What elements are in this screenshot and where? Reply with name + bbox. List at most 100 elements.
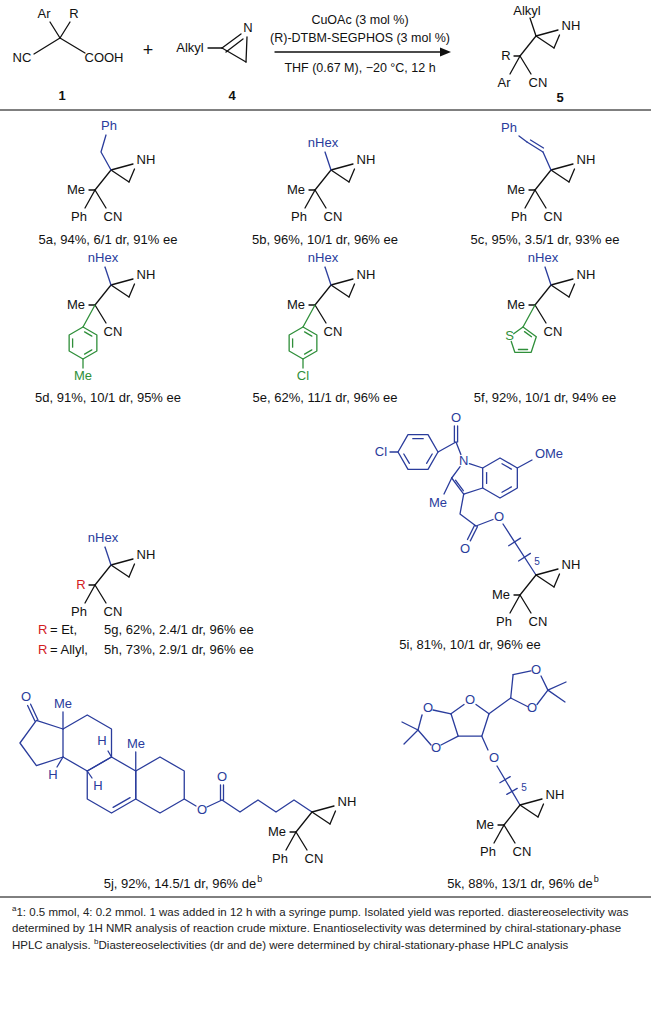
- atom-label: O: [494, 510, 504, 525]
- atom-label: CN: [104, 210, 123, 225]
- footnote-mark: b: [257, 874, 262, 884]
- rule-line: [0, 110, 651, 111]
- reactant-structure: [34, 22, 247, 62]
- structure-5e: [289, 327, 317, 359]
- structure-5g: [105, 547, 111, 565]
- reaction-arrow: [275, 51, 442, 52]
- atom-label: CN: [544, 325, 563, 340]
- atom-label: Ph: [511, 210, 527, 225]
- atom-label: H: [97, 734, 106, 749]
- structure-5k: [500, 777, 510, 783]
- structure-5j: [222, 800, 312, 812]
- reactant-structure: [60, 38, 85, 53]
- atom-label: nHex: [308, 251, 338, 266]
- atom-label: Alkyl: [176, 41, 203, 56]
- structure-5k: [402, 722, 418, 730]
- atom-label: nHex: [308, 136, 338, 151]
- atom-label: NH: [137, 153, 156, 168]
- atom-label: Ph: [71, 210, 87, 225]
- atom-label: Ph: [480, 845, 496, 860]
- atom-label: Ar: [38, 7, 51, 22]
- rule-line: [0, 897, 651, 898]
- structure-5i: [514, 569, 560, 613]
- atom-label: Ph: [291, 210, 307, 225]
- atom-label: O: [217, 770, 227, 785]
- footnote: a1: 0.5 mmol, 4: 0.2 mmol. 1 was added i…: [12, 903, 640, 953]
- atom-label: NH: [562, 558, 581, 573]
- structure-5c: [519, 136, 575, 208]
- atom-label: O: [465, 693, 475, 708]
- yield-caption: 5f, 92%, 10/1 dr, 94% ee: [474, 391, 616, 406]
- structure-5k: [441, 736, 458, 745]
- atom-label: CN: [544, 210, 563, 225]
- reactant-structure: [222, 34, 241, 48]
- structure-5i: [502, 464, 511, 469]
- atom-label: CN: [529, 76, 548, 91]
- atom-label: O: [21, 690, 31, 705]
- footnote-text: 1: 0.5 mmol, 4: 0.2 mmol. 1 was added in…: [16, 906, 504, 918]
- atom-label: O: [423, 701, 433, 716]
- structure-5j: [20, 704, 336, 850]
- structure-5a: [101, 135, 111, 170]
- structure-5k: [548, 682, 566, 690]
- yield-caption: 5k, 88%, 13/1 dr, 96% de: [447, 877, 592, 892]
- structure-5i: [390, 451, 398, 452]
- yield-caption: 5i, 81%, 10/1 dr, 96% ee: [399, 638, 541, 653]
- structure-5b: [325, 152, 331, 170]
- structure-5i: [452, 467, 460, 478]
- structure-5k: [507, 788, 517, 794]
- structure-5c: [531, 140, 544, 148]
- structure-5k: [482, 736, 488, 750]
- structure-5k: [511, 675, 513, 698]
- structure-5i: [519, 553, 531, 561]
- repeat-subscript: 5: [534, 556, 540, 568]
- atom-label: O: [531, 663, 541, 678]
- structure-5i: [454, 426, 455, 442]
- condition-text: (R)-DTBM-SEGPHOS (3 mol %): [270, 31, 450, 45]
- structure-5d: [82, 359, 83, 368]
- compound-number: 1: [58, 89, 65, 104]
- structure-5k: [537, 690, 548, 704]
- structure-5j: [223, 785, 224, 800]
- structure-5i: [404, 454, 410, 463]
- yield-caption: 5g, 62%, 2.4/1 dr, 96% ee: [104, 623, 254, 638]
- structure-5j: [135, 752, 136, 771]
- structure-5i: [517, 460, 532, 468]
- footnote-mark: b: [94, 937, 98, 946]
- yield-caption: = Et,: [50, 623, 77, 638]
- structure-5i: [438, 442, 456, 452]
- yield-caption: 5h, 73%, 2.9/1 dr, 96% ee: [104, 643, 254, 658]
- atom-label: Ph: [501, 121, 517, 136]
- product-structure: [510, 18, 560, 74]
- atom-label: nHex: [88, 531, 118, 546]
- structure-5c: [529, 164, 575, 208]
- structure-5c: [519, 136, 551, 170]
- structure-5i: [457, 426, 458, 442]
- structure-5c: [543, 152, 551, 170]
- structure-5d: [105, 267, 111, 285]
- atom-label: R: [69, 7, 78, 22]
- atom-label: H: [48, 768, 57, 783]
- atom-label: R: [38, 643, 47, 658]
- atom-label: Me: [54, 697, 72, 712]
- structure-5k: [548, 690, 565, 702]
- atom-label: Me: [507, 298, 525, 313]
- structure-5j: [136, 757, 185, 813]
- structure-5f: [511, 327, 536, 352]
- structure-5a: [85, 135, 135, 208]
- structure-5j: [290, 806, 336, 850]
- atom-label: nHex: [528, 251, 558, 266]
- structure-5i: [502, 487, 511, 492]
- structure-5j: [108, 751, 112, 757]
- structure-5j: [62, 712, 63, 729]
- structure-5i: [398, 435, 438, 470]
- structure-5k: [418, 730, 431, 745]
- structure-5i: [460, 494, 476, 526]
- structure-5k: [476, 705, 489, 714]
- yield-caption: 5a, 94%, 6/1 dr, 91% ee: [39, 233, 178, 248]
- reactant-structure: [226, 39, 243, 52]
- atom-label: N: [243, 21, 252, 36]
- structure-5i: [483, 458, 518, 498]
